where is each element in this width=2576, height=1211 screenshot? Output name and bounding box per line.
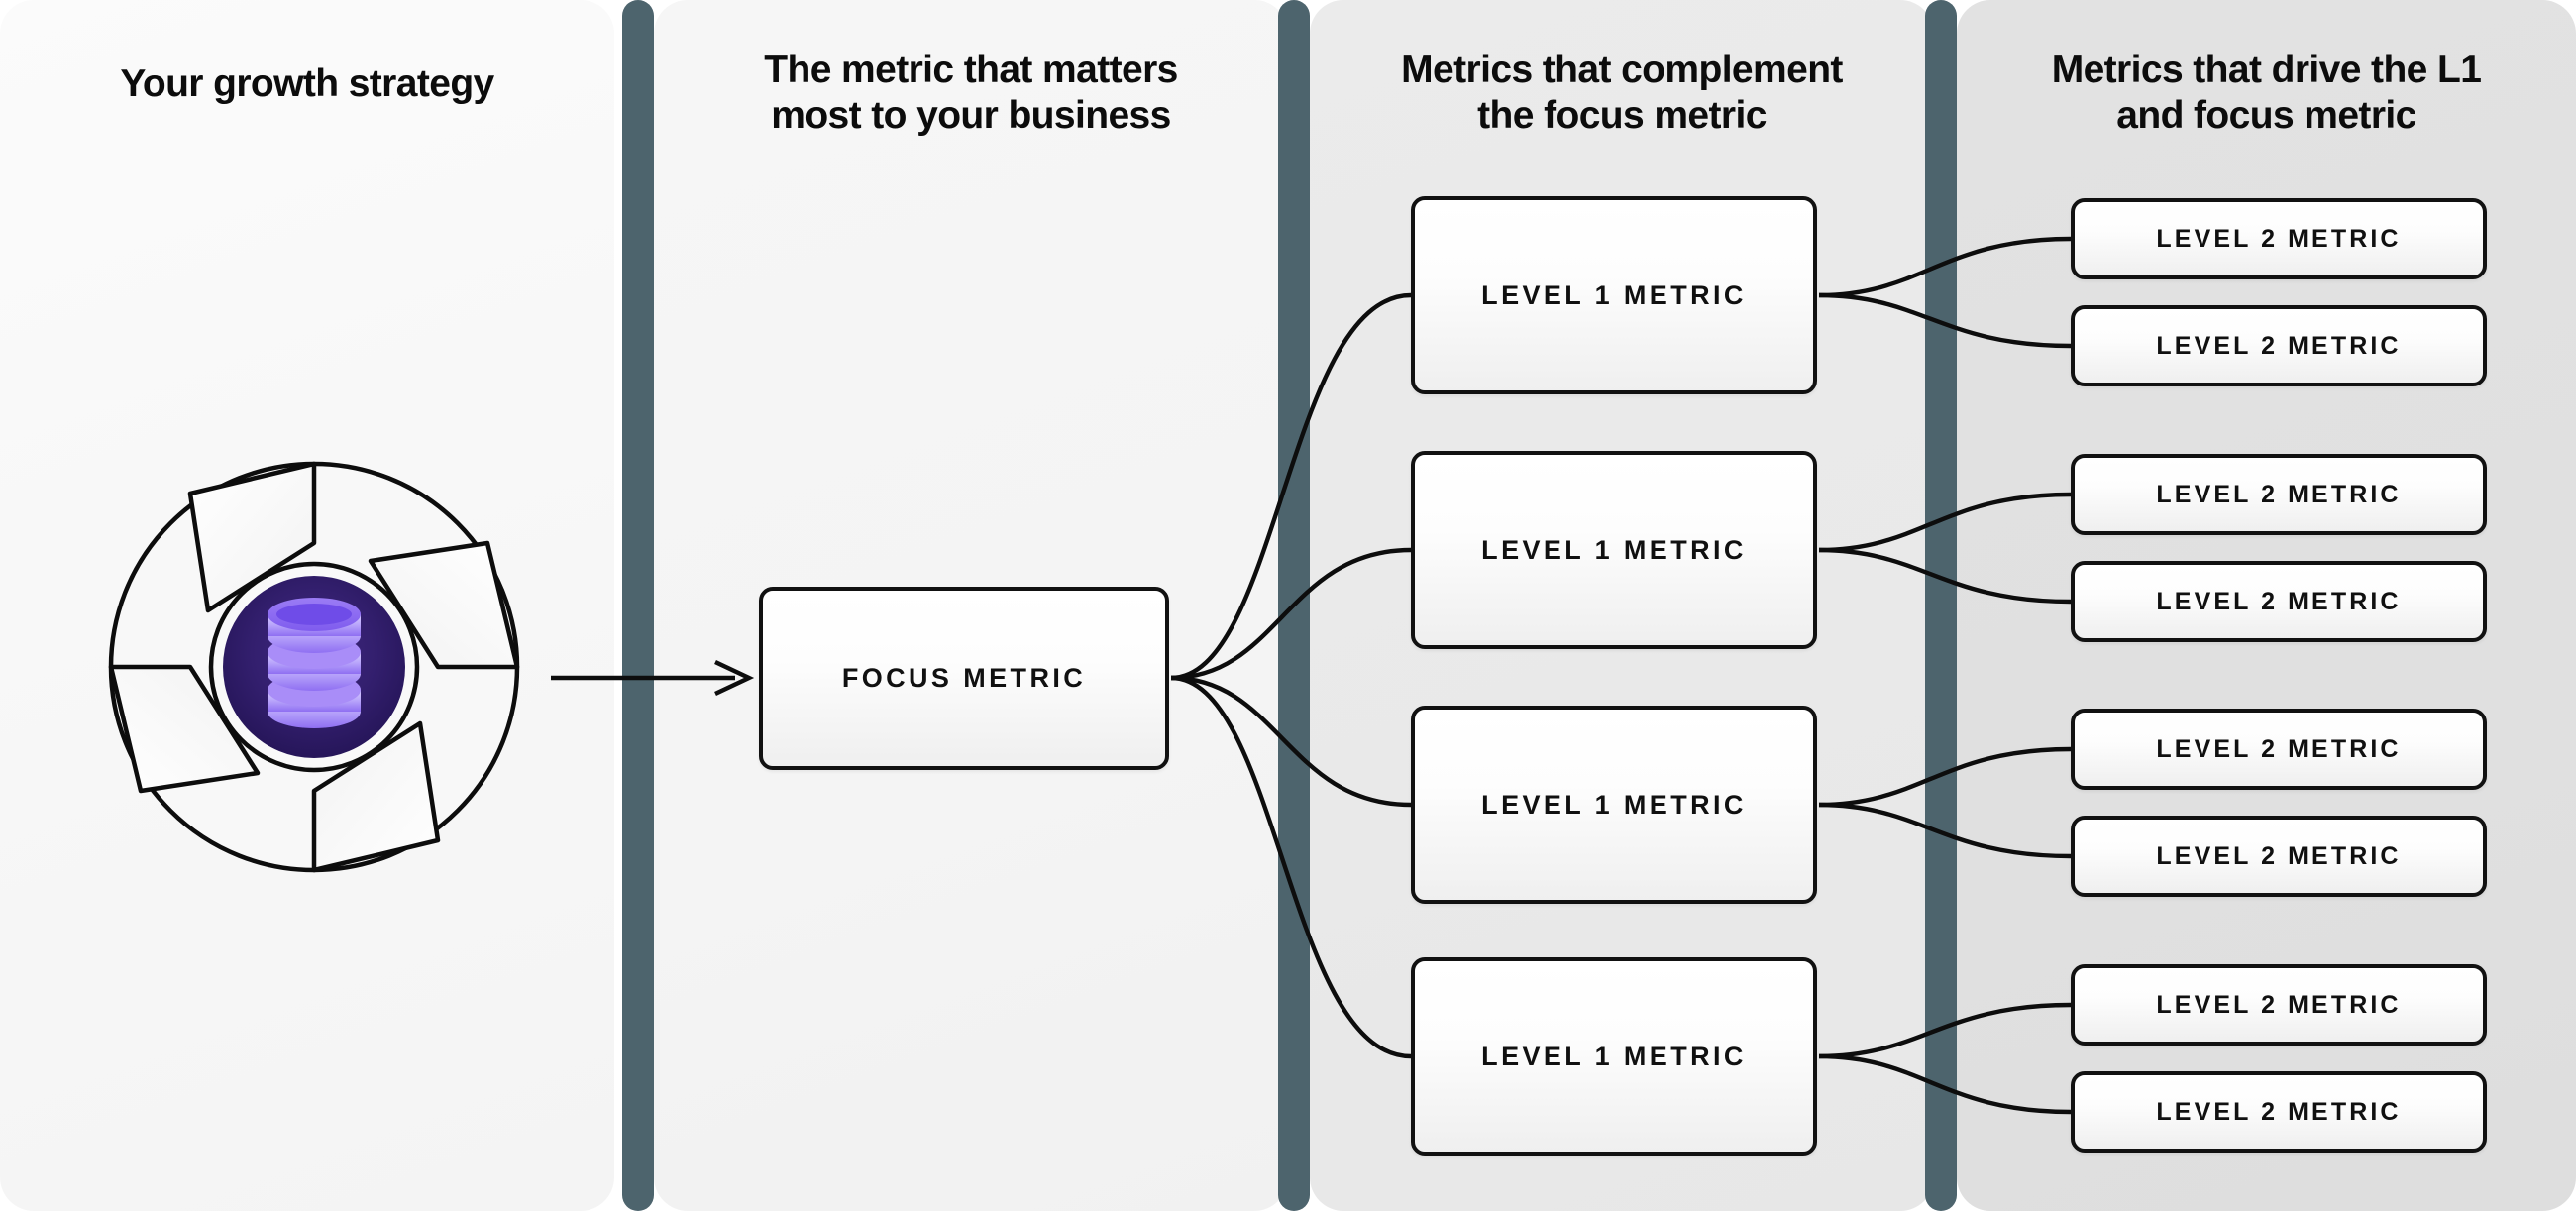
level-2-metric-label: LEVEL 2 METRIC [2156, 841, 2402, 870]
level-2-metric-box[interactable]: LEVEL 2 METRIC [2071, 709, 2487, 790]
level-2-metric-box[interactable]: LEVEL 2 METRIC [2071, 561, 2487, 642]
aperture-blades [108, 461, 520, 873]
column-separator-3 [1925, 0, 1957, 1211]
level-2-metric-label: LEVEL 2 METRIC [2156, 1097, 2402, 1126]
level-1-metric-label: LEVEL 1 METRIC [1481, 534, 1747, 565]
column-title-level-1: Metrics that complement the focus metric [1401, 49, 1843, 138]
level-2-metric-box[interactable]: LEVEL 2 METRIC [2071, 198, 2487, 279]
level-1-metric-label: LEVEL 1 METRIC [1481, 1041, 1747, 1071]
level-2-metric-label: LEVEL 2 METRIC [2156, 990, 2402, 1019]
level-2-metric-box[interactable]: LEVEL 2 METRIC [2071, 454, 2487, 535]
level-1-metric-label: LEVEL 1 METRIC [1481, 789, 1747, 820]
aperture-logo-svg [108, 461, 520, 873]
level-1-metric-box[interactable]: LEVEL 1 METRIC [1411, 706, 1817, 904]
level-2-metric-box[interactable]: LEVEL 2 METRIC [2071, 816, 2487, 897]
column-separator-1 [622, 0, 654, 1211]
level-2-metric-box[interactable]: LEVEL 2 METRIC [2071, 964, 2487, 1046]
level-1-metric-label: LEVEL 1 METRIC [1481, 279, 1747, 310]
level-2-metric-label: LEVEL 2 METRIC [2156, 587, 2402, 615]
level-1-metric-box[interactable]: LEVEL 1 METRIC [1411, 196, 1817, 394]
column-title-growth-strategy: Your growth strategy [120, 62, 494, 105]
aperture-database-logo [81, 424, 547, 900]
level-2-metric-box[interactable]: LEVEL 2 METRIC [2071, 305, 2487, 386]
focus-metric-box[interactable]: FOCUS METRIC [759, 587, 1169, 770]
focus-metric-label: FOCUS METRIC [841, 663, 1087, 693]
level-2-metric-label: LEVEL 2 METRIC [2156, 224, 2402, 253]
level-2-metric-box[interactable]: LEVEL 2 METRIC [2071, 1071, 2487, 1153]
level-1-metric-box[interactable]: LEVEL 1 METRIC [1411, 451, 1817, 649]
database-icon [268, 598, 361, 728]
column-title-level-2: Metrics that drive the L1 and focus metr… [2051, 49, 2482, 138]
level-2-metric-label: LEVEL 2 METRIC [2156, 734, 2402, 763]
column-title-focus-metric: The metric that matters most to your bus… [764, 49, 1178, 138]
column-separator-2 [1278, 0, 1310, 1211]
level-1-metric-box[interactable]: LEVEL 1 METRIC [1411, 957, 1817, 1156]
level-2-metric-label: LEVEL 2 METRIC [2156, 331, 2402, 360]
level-2-metric-label: LEVEL 2 METRIC [2156, 480, 2402, 508]
